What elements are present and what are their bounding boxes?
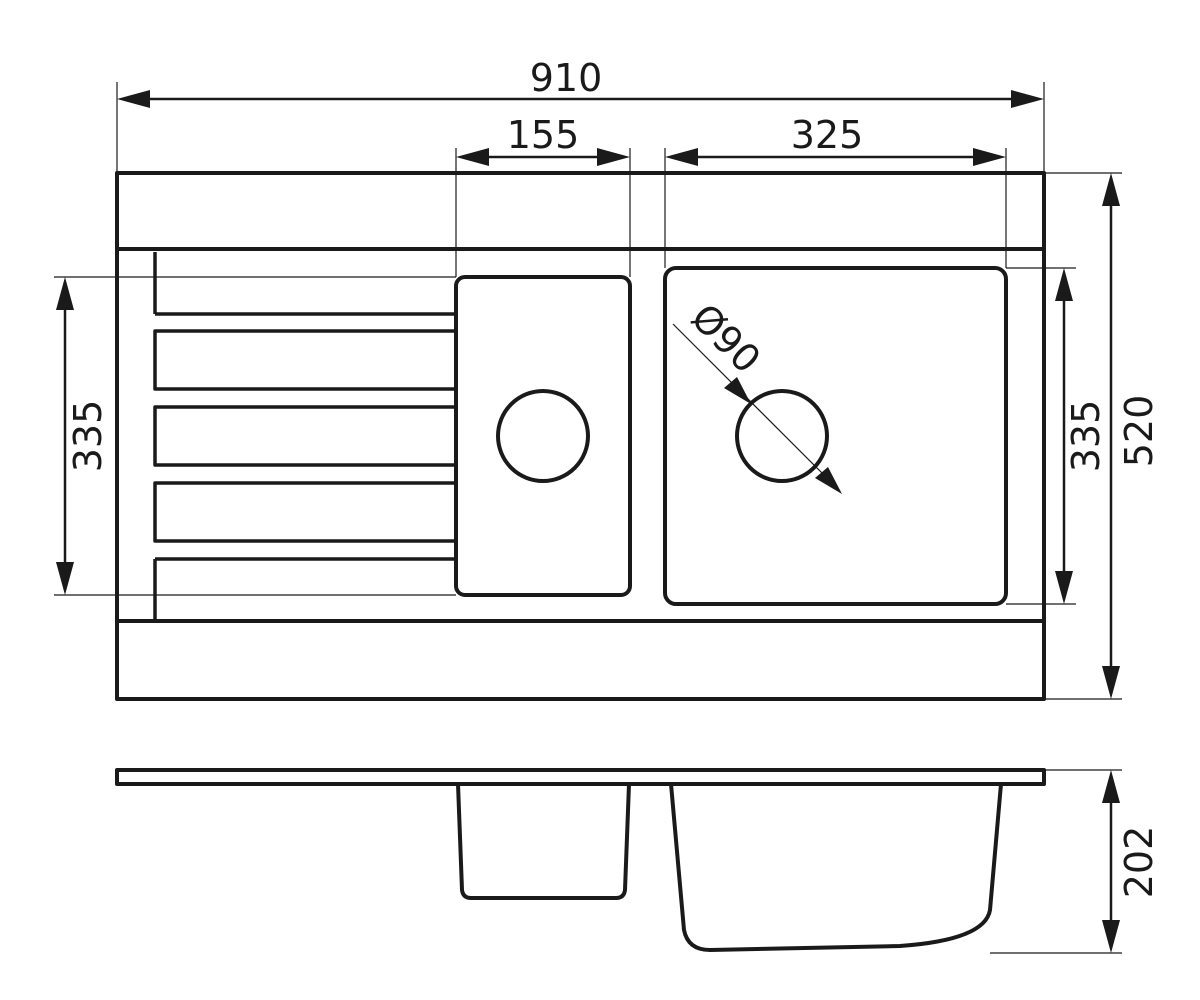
overall-depth-label: 520 <box>1117 395 1161 468</box>
dim-overall-depth: 520 <box>1044 172 1161 700</box>
small-bowl <box>454 275 632 597</box>
dim-small-bowl-width: 155 <box>455 113 631 277</box>
small-bowl-profile <box>456 783 631 900</box>
sink-outline <box>115 171 1046 701</box>
bowl-height-label: 202 <box>1117 826 1161 899</box>
dim-bowl-depth-right: 335 <box>1006 267 1108 605</box>
large-bowl <box>663 266 1008 606</box>
side-view: 202 <box>115 768 1161 954</box>
dim-overall-width: 910 <box>116 56 1045 172</box>
dim-bowl-depth-left: 335 <box>54 276 456 596</box>
drainboard-rib <box>153 481 456 543</box>
small-bowl-drain <box>496 389 590 483</box>
drainboard-rib <box>153 329 456 391</box>
large-bowl-width-label: 325 <box>791 113 864 157</box>
diameter-label: Ø90 <box>683 295 769 381</box>
overall-width-label: 910 <box>530 56 603 100</box>
diameter-arrow-lower <box>815 467 842 494</box>
diameter-arrow-upper <box>724 377 751 404</box>
large-bowl-drain <box>735 389 829 483</box>
diameter-leader <box>672 323 841 492</box>
small-bowl-width-label: 155 <box>507 113 580 157</box>
drainboard <box>153 252 456 620</box>
bowl-depth-right-label: 335 <box>1064 400 1108 473</box>
dim-large-bowl-width: 325 <box>664 113 1007 268</box>
top-view: Ø90 <box>115 171 1046 701</box>
large-bowl-profile <box>669 783 1003 952</box>
drainboard-rib <box>153 405 456 467</box>
countertop-rim <box>115 768 1046 786</box>
bowl-depth-left-label: 335 <box>66 400 110 473</box>
